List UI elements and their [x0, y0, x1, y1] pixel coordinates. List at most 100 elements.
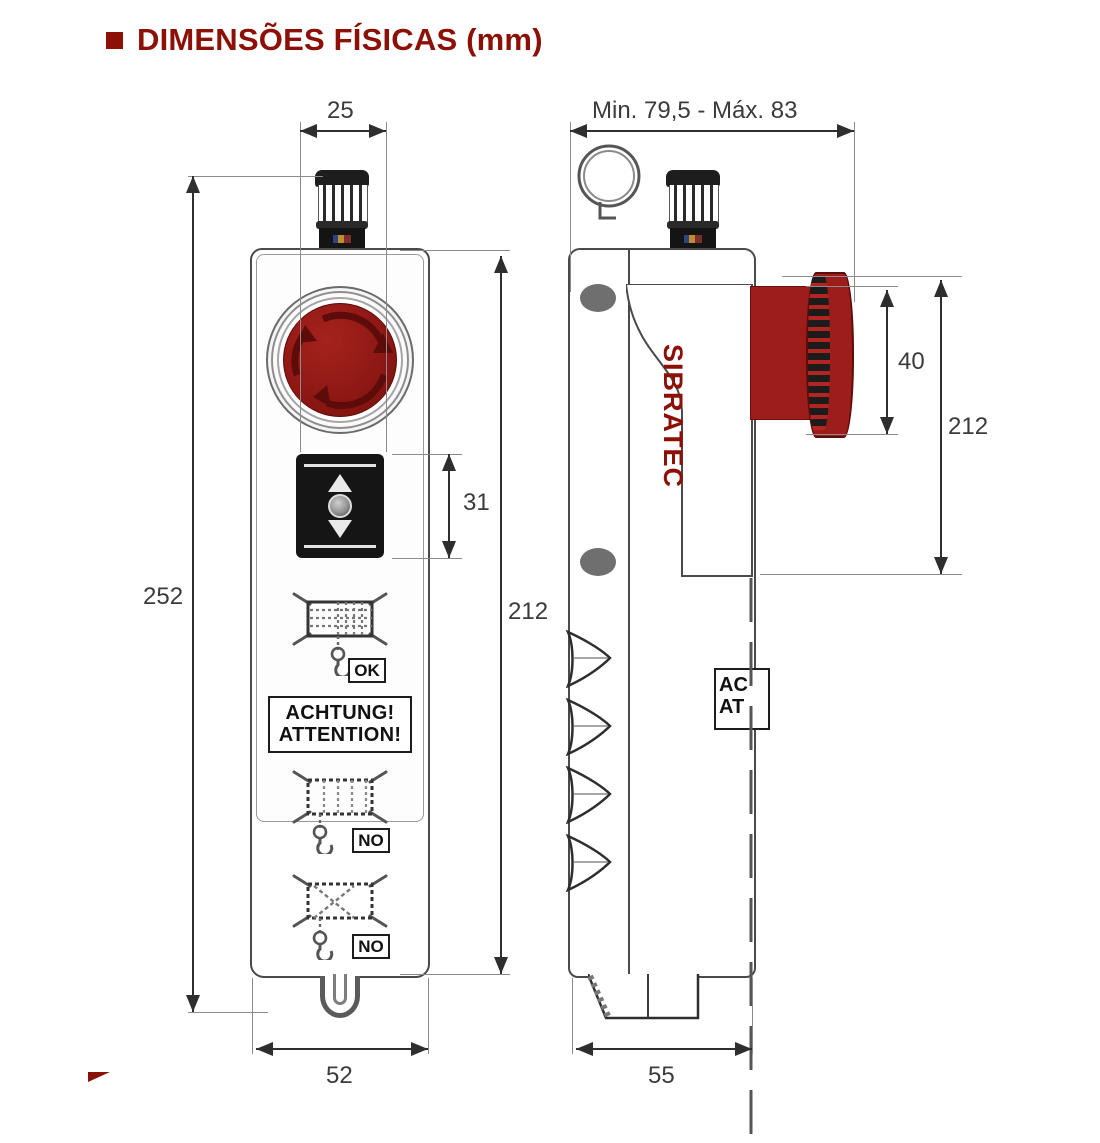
- dim-label-minmax: Min. 79,5 - Máx. 83: [592, 97, 798, 124]
- emergency-stop-button[interactable]: [266, 286, 414, 434]
- dimarrow-212-side-bottom: [934, 557, 948, 574]
- cable-gland-ring: [316, 221, 368, 229]
- dim-label-31: 31: [463, 489, 490, 516]
- no-tag-2: NO: [352, 934, 390, 960]
- dimarrow-minmax-left: [570, 124, 587, 138]
- drawing-canvas: DIMENSÕES FÍSICAS (mm): [88, 22, 989, 1138]
- dimarrow-55-right: [735, 1042, 752, 1056]
- dimline-minmax: [570, 130, 854, 132]
- cable-gland-side-ring: [667, 221, 719, 229]
- dimline-212-side: [940, 280, 942, 574]
- dim-label-25: 25: [327, 97, 354, 124]
- side-foot-detail: [586, 973, 736, 1022]
- dimarrow-52-right: [411, 1042, 428, 1056]
- ext-front-31-top: [392, 454, 462, 455]
- cable-gland-icon: [313, 170, 371, 250]
- dimline-40: [886, 290, 888, 434]
- dimarrow-25-left: [300, 124, 317, 138]
- emergency-stop-side-stem: [750, 286, 814, 420]
- ext-front-25-right: [386, 122, 387, 452]
- ext-front-52-right: [428, 978, 429, 1054]
- warning-label-box: ACHTUNG! ATTENTION!: [268, 696, 412, 753]
- bottom-eyelet-icon: [320, 974, 360, 1018]
- cable-gland-side-base: [670, 228, 716, 248]
- dimarrow-40-bottom: [880, 417, 894, 434]
- hoist-no-2-icon: [292, 874, 388, 960]
- ext-front-212-bottom: [400, 974, 510, 975]
- side-dot-bottom: [580, 548, 616, 576]
- side-dot-top: [580, 284, 616, 312]
- dimline-212-front: [500, 256, 502, 974]
- dimline-55: [576, 1048, 752, 1050]
- pictogram-no-2: NO: [250, 868, 430, 960]
- page-title: DIMENSÕES FÍSICAS (mm): [106, 22, 543, 58]
- ext-front-252-top: [188, 176, 323, 177]
- side-view-device: SIBRATEC AC AT: [566, 144, 854, 1138]
- cable-gland-side-icon: [664, 170, 722, 250]
- ext-front-52-left: [252, 978, 253, 1054]
- ok-tag: OK: [348, 658, 386, 684]
- dimarrow-212-front-bottom: [494, 957, 508, 974]
- dimarrow-212-side-top: [934, 280, 948, 297]
- estop-cap: [283, 303, 397, 417]
- dimarrow-52-left: [256, 1042, 273, 1056]
- dimarrow-25-right: [369, 124, 386, 138]
- side-warning-line-2: AT: [719, 696, 745, 719]
- estop-rotate-arrows-icon: [283, 303, 397, 417]
- cable-gland-side-cap: [666, 170, 720, 187]
- red-triangle-marker-icon: [88, 1072, 110, 1082]
- dimline-25: [300, 130, 386, 132]
- dimarrow-40-top: [880, 290, 894, 307]
- brand-label: SIBRATEC: [658, 344, 688, 489]
- cable-gland-base: [319, 228, 365, 248]
- ext-side-212-top: [782, 276, 962, 277]
- ext-side-55-right: [752, 978, 753, 1054]
- hanging-ring-icon: [570, 140, 648, 224]
- pictogram-no-1: NO: [250, 764, 430, 854]
- page-title-text: DIMENSÕES FÍSICAS (mm): [137, 22, 543, 57]
- emergency-stop-side-ribs: [808, 276, 830, 430]
- ext-side-top-right: [854, 122, 855, 302]
- cable-gland-side-ribs: [669, 185, 719, 223]
- side-seam-line: [628, 248, 630, 978]
- arrow-down-icon: [328, 520, 352, 538]
- dimline-52: [256, 1048, 428, 1050]
- dim-label-212-front: 212: [508, 598, 549, 625]
- ext-front-25-left: [300, 122, 301, 452]
- dimarrow-31-top: [442, 454, 456, 471]
- ext-side-212-bottom: [760, 574, 962, 575]
- dimline-31: [448, 454, 450, 558]
- ext-side-top-left: [570, 122, 571, 292]
- dim-label-252: 252: [143, 583, 184, 610]
- dimarrow-55-left: [576, 1042, 593, 1056]
- dim-label-52: 52: [326, 1062, 353, 1089]
- bottom-eyelet-inner: [333, 974, 347, 1005]
- warning-line-en: ATTENTION!: [278, 724, 402, 747]
- warning-line-de: ACHTUNG!: [285, 702, 395, 724]
- no-tag-1: NO: [352, 828, 390, 854]
- ext-front-252-bottom: [188, 1012, 268, 1013]
- ext-side-40-top: [806, 286, 898, 287]
- dimarrow-minmax-right: [837, 124, 854, 138]
- side-warning-label: AC AT: [714, 668, 770, 730]
- dimarrow-252-top: [186, 176, 200, 193]
- rocker-switch[interactable]: [296, 454, 384, 558]
- dim-label-55: 55: [648, 1062, 675, 1089]
- dimarrow-212-front-top: [494, 256, 508, 273]
- dim-label-40: 40: [898, 348, 925, 375]
- side-warning-line-1: AC: [719, 674, 748, 696]
- cable-gland-cap: [315, 170, 369, 187]
- front-view-device: OK ACHTUNG! ATTENTION! NO: [250, 170, 430, 1018]
- cable-gland-ribs: [318, 185, 368, 223]
- ext-front-212-top: [400, 250, 510, 251]
- dimline-252: [192, 176, 194, 1012]
- bullet-square-icon: [106, 31, 123, 49]
- pictogram-ok: OK: [250, 584, 430, 684]
- dimarrow-31-bottom: [442, 541, 456, 558]
- dim-label-212-side: 212: [948, 413, 989, 440]
- side-housing-shoulder: [624, 283, 758, 577]
- arrow-up-icon: [328, 474, 352, 492]
- rocker-frame: [304, 464, 376, 548]
- ext-side-40-bottom: [806, 434, 898, 435]
- dimarrow-252-bottom: [186, 995, 200, 1012]
